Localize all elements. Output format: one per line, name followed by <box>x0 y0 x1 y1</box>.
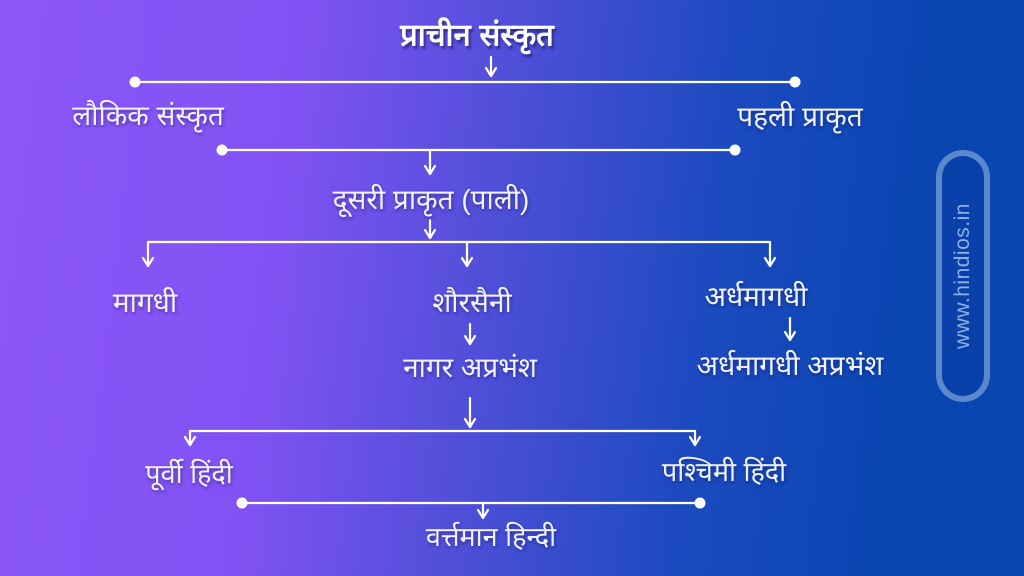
node-magadhi: मागधी <box>112 287 178 319</box>
node-ardhmagadhi-apbhransh: अर्धमागधी अप्रभंश <box>696 350 884 382</box>
node-prachin-sanskrit: प्राचीन संस्कृत <box>400 17 554 53</box>
node-pahli-prakrit: पहली प्राकृत <box>737 101 863 133</box>
node-laukik-sanskrit: लौकिक संस्कृत <box>72 100 224 132</box>
watermark-pill: www.hindios.in <box>936 150 990 402</box>
node-ardhmagadhi: अर्धमागधी <box>704 281 808 313</box>
node-nagar-apbhransh: नागर अप्रभंश <box>403 352 537 384</box>
node-shaurseni: शौरसैनी <box>432 287 512 319</box>
node-purvi-hindi: पूर्वी हिंदी <box>145 458 233 489</box>
node-dusri-prakrit-pali: दूसरी प्राकृत (पाली) <box>332 184 530 216</box>
node-vartaman-hindi: वर्त्तमान हिन्दी <box>425 521 557 552</box>
node-pashchimi-hindi: पश्चिमी हिंदी <box>661 456 787 487</box>
watermark-text: www.hindios.in <box>951 203 974 349</box>
